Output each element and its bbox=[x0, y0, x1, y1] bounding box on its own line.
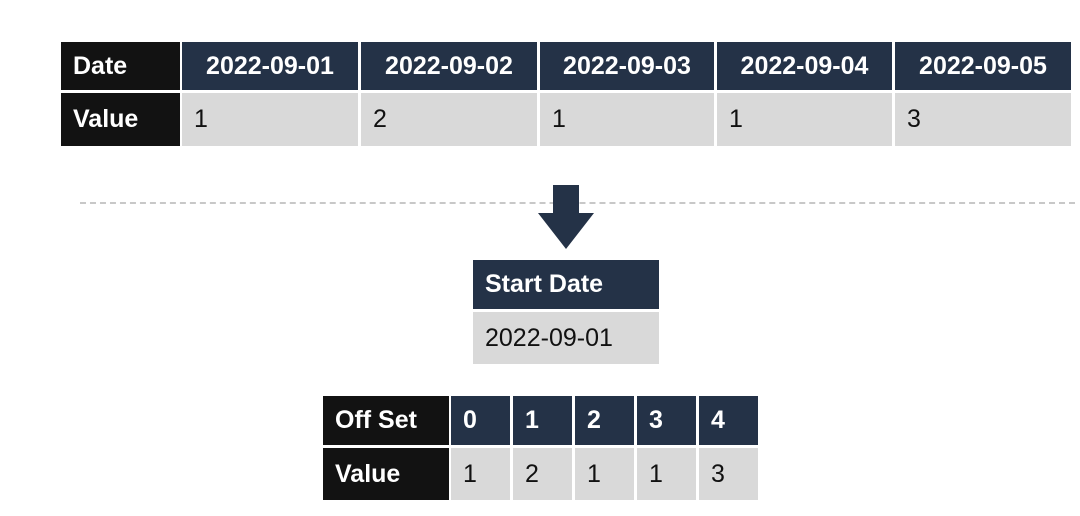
offset-value-cell: 1 bbox=[575, 448, 634, 500]
start-date-value: 2022-09-01 bbox=[473, 312, 659, 364]
date-cell: 2022-09-01 bbox=[182, 42, 358, 90]
value-cell: 1 bbox=[540, 93, 714, 146]
row-header-value: Value bbox=[61, 93, 180, 146]
value-cell: 1 bbox=[182, 93, 358, 146]
offset-value-cell: 1 bbox=[637, 448, 696, 500]
offset-value-cell: 2 bbox=[513, 448, 572, 500]
start-date-header: Start Date bbox=[473, 260, 659, 309]
date-cell: 2022-09-02 bbox=[361, 42, 537, 90]
value-cell: 1 bbox=[717, 93, 892, 146]
offset-cell: 0 bbox=[451, 396, 510, 445]
row-header-value: Value bbox=[323, 448, 449, 500]
offset-cell: 4 bbox=[699, 396, 758, 445]
offset-cell: 1 bbox=[513, 396, 572, 445]
date-cell: 2022-09-04 bbox=[717, 42, 892, 90]
offset-value-cell: 3 bbox=[699, 448, 758, 500]
value-cell: 3 bbox=[895, 93, 1071, 146]
row-header-offset: Off Set bbox=[323, 396, 449, 445]
offset-cell: 3 bbox=[637, 396, 696, 445]
row-header-date: Date bbox=[61, 42, 180, 90]
offset-value-cell: 1 bbox=[451, 448, 510, 500]
arrow-down-icon bbox=[538, 185, 594, 249]
offset-cell: 2 bbox=[575, 396, 634, 445]
date-cell: 2022-09-05 bbox=[895, 42, 1071, 90]
date-cell: 2022-09-03 bbox=[540, 42, 714, 90]
value-cell: 2 bbox=[361, 93, 537, 146]
